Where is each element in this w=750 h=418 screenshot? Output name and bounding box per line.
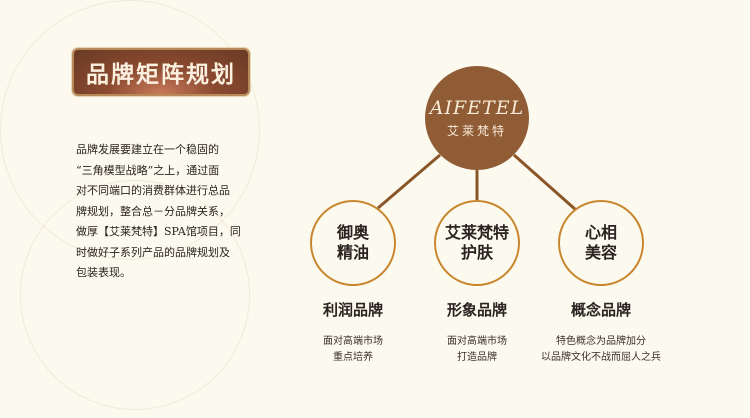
desc-line: 打造品牌: [457, 352, 497, 363]
node-description: 面对高端市场打造品牌: [387, 334, 567, 366]
brand-name: 艾莱梵特: [446, 124, 507, 138]
background-ornament: [20, 180, 250, 410]
node-description: 特色概念为品牌加分以品牌文化不战而屈人之兵: [511, 334, 691, 366]
node-text: 美容: [584, 243, 617, 262]
node-text: 精油: [336, 243, 369, 262]
node-text: 护肤: [460, 243, 493, 262]
node-aifetel-skincare: 艾莱梵特护肤: [434, 200, 520, 286]
connector-right: [513, 153, 577, 212]
desc-line: 重点培养: [333, 352, 373, 363]
paragraph-line: 时做好子系列产品的品牌规划及: [76, 245, 230, 259]
connector-left: [377, 153, 441, 210]
node-text: 艾莱梵特: [444, 223, 509, 242]
node-label: 概念品牌: [570, 301, 631, 319]
node-label: 利润品牌: [322, 301, 383, 319]
desc-line: 特色概念为品牌加分: [556, 336, 646, 347]
node-label: 形象品牌: [446, 301, 507, 319]
node-description: 面对高端市场重点培养: [263, 334, 443, 366]
page-title-banner: 品牌矩阵规划: [72, 48, 250, 96]
page-title: 品牌矩阵规划: [86, 61, 236, 88]
paragraph-line: 牌规划，整合总－分品牌关系，: [76, 204, 230, 218]
brand-logo: AIFETEL: [429, 97, 525, 119]
node-text: 心相: [584, 223, 617, 242]
paragraph-line: “三角模型战略”之上，通过面: [76, 163, 220, 177]
node-yuao-oil: 御奥精油: [310, 200, 396, 286]
node-xinxiang-beauty: 心相美容: [558, 200, 644, 286]
paragraph-line: 对不同端口的消费群体进行总品: [76, 184, 230, 197]
desc-line: 以品牌文化不战而屈人之兵: [541, 352, 661, 363]
desc-line: 面对高端市场: [447, 336, 507, 347]
paragraph-line: 做厚【艾莱梵特】SPA馆项目，同: [76, 225, 241, 238]
paragraph-line: 包装表现。: [76, 266, 131, 279]
desc-line: 面对高端市场: [323, 336, 383, 347]
brand-center-circle: AIFETEL 艾莱梵特: [425, 66, 529, 170]
description-paragraph: 品牌发展要建立在一个稳固的 “三角模型战略”之上，通过面 对不同端口的消费群体进…: [76, 140, 246, 284]
node-text: 御奥: [336, 223, 369, 242]
paragraph-line: 品牌发展要建立在一个稳固的: [76, 143, 219, 156]
